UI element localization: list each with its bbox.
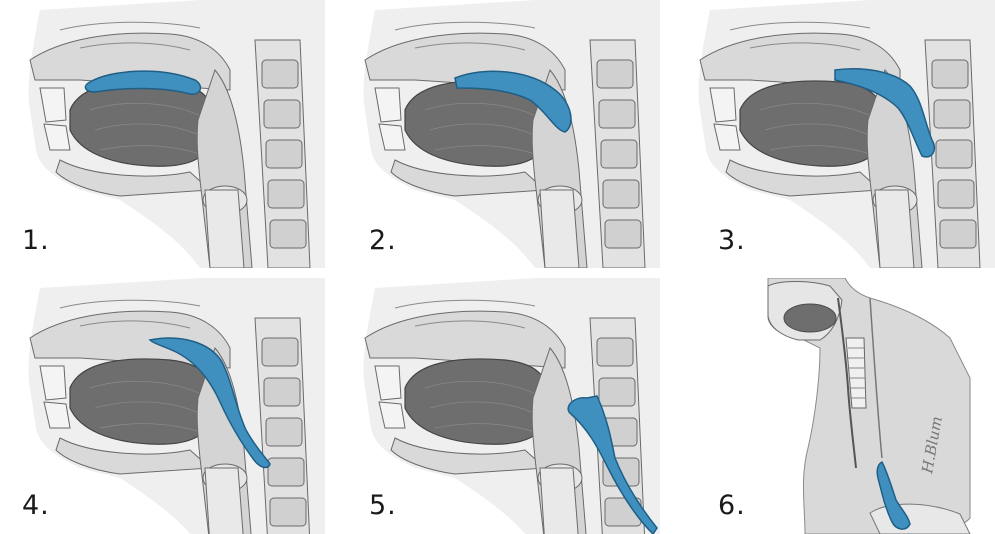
panel-2: 2. [335, 0, 660, 268]
step-label: 4. [22, 490, 50, 521]
step-label: 1. [22, 225, 50, 256]
step-label: 3. [718, 225, 746, 256]
step-label: 6. [718, 490, 746, 521]
step-label: 2. [369, 225, 397, 256]
panel-3: 3. [670, 0, 995, 268]
step-label: 5. [369, 490, 397, 521]
panel-4: 4. [0, 278, 325, 534]
panel-1: 1. [0, 0, 325, 268]
panel-5: 5. [335, 278, 660, 534]
panel-6: H.Blum 6. [670, 278, 995, 534]
